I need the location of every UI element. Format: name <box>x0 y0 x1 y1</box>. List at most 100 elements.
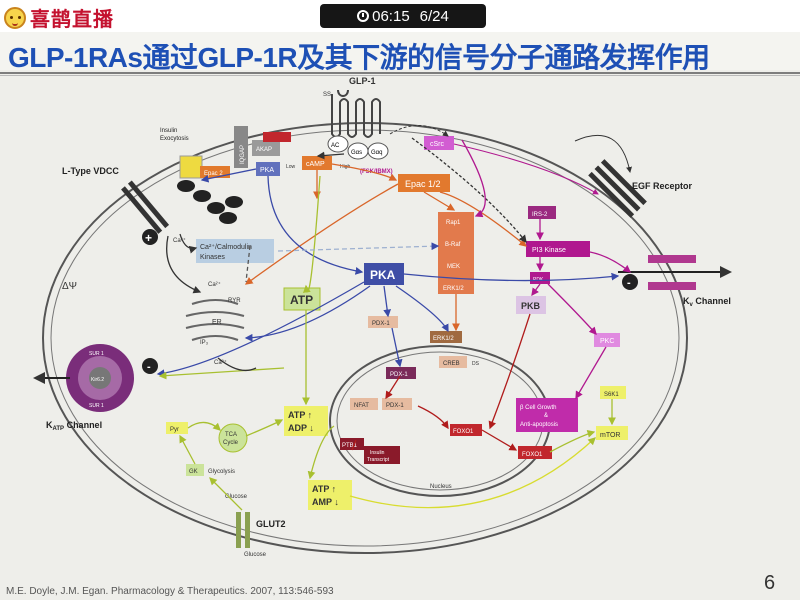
gk-box <box>186 464 204 476</box>
glucose-top: Glucose <box>225 494 248 500</box>
svg-text:ERK1/2: ERK1/2 <box>443 286 464 292</box>
pka-big-box <box>364 263 404 285</box>
minus-badge-kv <box>622 274 638 290</box>
svg-text:PTB1: PTB1 <box>342 443 358 449</box>
gaq-text: Gαq <box>371 150 382 156</box>
svg-text:DS: DS <box>472 361 480 367</box>
pdx1-c <box>382 398 412 410</box>
svg-text:GK: GK <box>189 469 198 475</box>
glp1-label: GLP-1 <box>349 76 376 86</box>
citation: M.E. Doyle, J.M. Egan. Pharmacology & Th… <box>6 586 334 597</box>
glp1-receptor <box>331 89 381 138</box>
erk-nuc <box>430 331 462 343</box>
svg-text:ADP ↓: ADP ↓ <box>288 423 314 433</box>
svg-text:ATP ↑: ATP ↑ <box>312 484 336 494</box>
svg-text:FOXO1: FOXO1 <box>522 452 543 458</box>
svg-text:ERK1/2: ERK1/2 <box>433 336 454 342</box>
camp-box <box>302 156 332 170</box>
svg-text:Glycolysis: Glycolysis <box>208 469 235 475</box>
pkb-box <box>516 296 546 314</box>
svg-text:β Cell Growth: β Cell Growth <box>520 405 556 411</box>
kv-label: Kv Channel <box>683 296 731 308</box>
gaq-circle <box>367 142 389 160</box>
glut2-left <box>236 512 241 548</box>
top-bar: 喜鹊直播 06:15 6/24 <box>0 0 800 32</box>
glp1-signaling-diagram: Nucleus GLP-1 SS AC Gαs Gαq cSrc EGF Rec… <box>33 76 732 558</box>
broadcast-logo: 喜鹊直播 <box>4 3 114 32</box>
ca-er: Ca²⁺ <box>208 281 221 288</box>
svg-text:Anti-apoptosis: Anti-apoptosis <box>520 422 558 428</box>
kv-bar-bottom <box>648 282 696 290</box>
glut2-right <box>245 512 250 548</box>
title-divider <box>0 72 800 74</box>
svg-text:Kir6.2: Kir6.2 <box>91 377 104 383</box>
title-band: GLP-1RAs通过GLP-1R及其下游的信号分子通路发挥作用 <box>0 32 800 73</box>
pi3k-box <box>526 241 590 257</box>
svg-text:PI3 Kinase: PI3 Kinase <box>532 247 566 254</box>
atp-big-box <box>283 287 321 311</box>
page-number: 6 <box>764 572 776 594</box>
svg-text:IP₃: IP₃ <box>200 340 209 346</box>
svg-text:Rap1: Rap1 <box>446 220 461 226</box>
atp-adp-box <box>284 406 328 436</box>
svg-text:+: + <box>145 231 152 245</box>
foxo1-a <box>450 424 482 436</box>
red-rect <box>263 132 291 142</box>
mtor-box <box>596 426 628 440</box>
beta-cell-box <box>516 398 578 432</box>
egf-label: EGF Receptor <box>632 181 693 191</box>
svg-text:PKC: PKC <box>600 338 614 345</box>
epac12-box <box>398 174 450 192</box>
ptb1-box <box>340 438 364 450</box>
csrc-box <box>424 136 454 150</box>
high-label: High <box>340 164 351 170</box>
slide-title: GLP-1RAs通过GLP-1R及其下游的信号分子通路发挥作用 <box>8 42 710 73</box>
svg-text:-: - <box>147 361 151 373</box>
low-label: Low <box>286 164 296 170</box>
ss-label: SS <box>323 92 331 98</box>
svg-text:AMP ↓: AMP ↓ <box>312 497 339 507</box>
rap-cascade-box <box>438 212 474 294</box>
nucleus-label: Nucleus <box>430 484 452 490</box>
pdx1-a <box>368 316 398 328</box>
gas-text: Gαs <box>351 150 362 156</box>
svg-text:Insulin: Insulin <box>370 450 385 456</box>
foxo1-b <box>518 446 552 459</box>
svg-text:PDX-1: PDX-1 <box>386 403 404 409</box>
elapsed-time: 06:15 <box>372 7 410 25</box>
plus-badge <box>142 229 158 245</box>
svg-text:MEK: MEK <box>447 264 460 270</box>
tca-circle <box>218 423 248 453</box>
l-type-vdcc <box>121 180 170 234</box>
glut2-label: GLUT2 <box>256 519 286 529</box>
vesicle-1 <box>193 190 211 202</box>
camp-text: cAMP <box>306 161 325 168</box>
ca-calmod-box <box>196 239 274 263</box>
svg-text:Pyr: Pyr <box>170 427 179 433</box>
vesicle-5 <box>177 180 195 192</box>
slide-timer: 06:15 6/24 <box>320 4 486 28</box>
insulin-exo-1: Insulin <box>160 128 177 134</box>
atp-amp-box <box>308 480 352 510</box>
svg-text:PKB: PKB <box>521 301 541 311</box>
vesicle-4 <box>219 212 237 224</box>
ca-entry: Ca²⁺ <box>173 237 186 244</box>
svg-text:SUR 1: SUR 1 <box>89 351 104 357</box>
delta-psi-label: ΔΨ <box>62 281 77 292</box>
l-type-label: L-Type VDCC <box>62 166 119 176</box>
svg-text:PKA: PKA <box>370 268 396 282</box>
epac2-small-text: Epac 2 <box>204 171 223 177</box>
akap-box <box>252 140 280 156</box>
svg-text:mTOR: mTOR <box>600 432 620 439</box>
svg-text:ER: ER <box>212 319 222 326</box>
svg-text:Transcript: Transcript <box>367 457 390 463</box>
ac-circle <box>327 135 349 153</box>
egf-receptor <box>588 159 647 218</box>
svg-text:IRS-2: IRS-2 <box>532 212 548 218</box>
magpie-logo-icon <box>4 6 26 29</box>
vesicle-2 <box>207 202 225 214</box>
title-divider-thin <box>0 75 800 76</box>
insulin-transcript-box <box>364 446 400 464</box>
svg-text:ATP ↑: ATP ↑ <box>288 410 312 420</box>
glucose-bottom: Glucose <box>244 552 267 558</box>
